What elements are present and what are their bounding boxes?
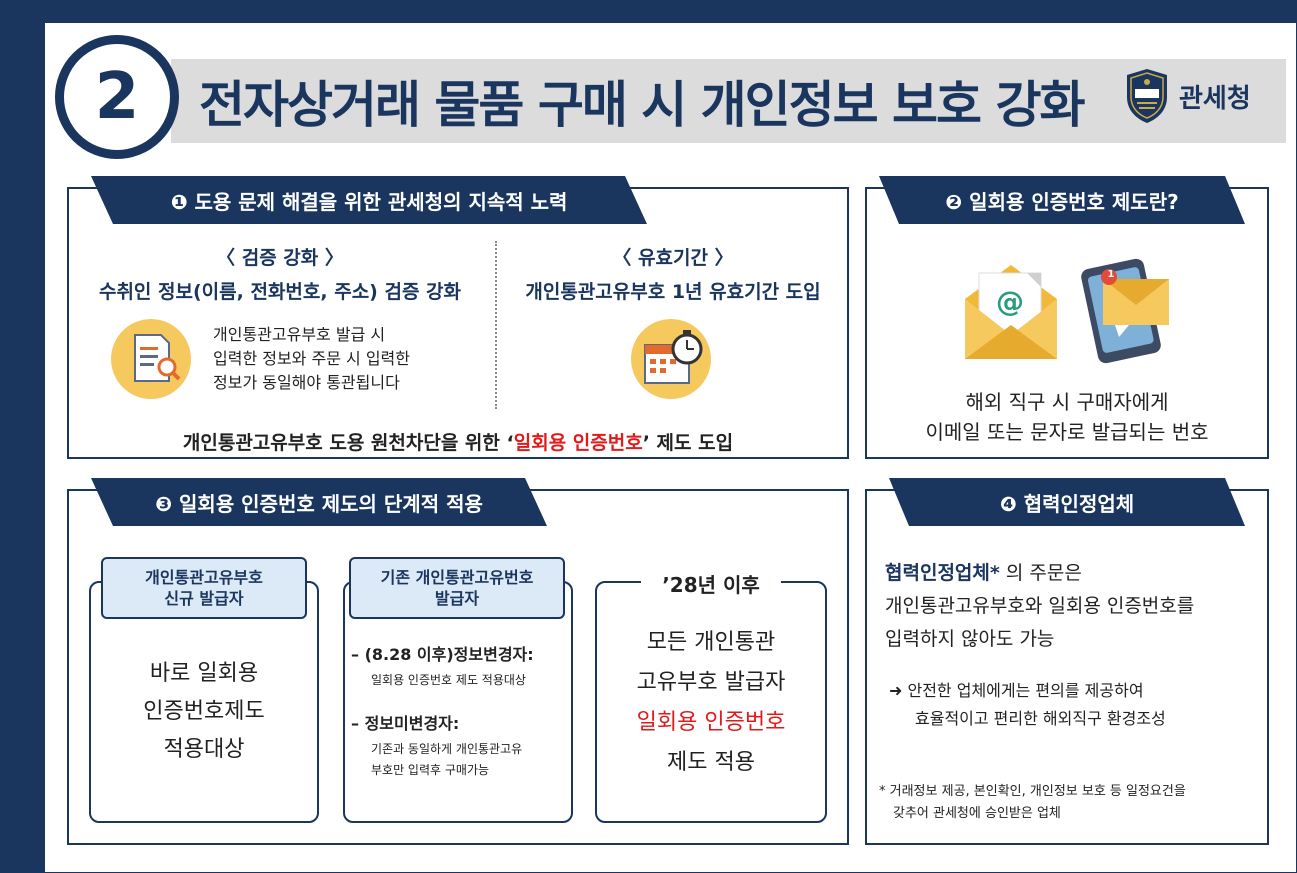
section1-tab-label: ❶ 도용 문제 해결을 위한 관세청의 지속적 노력 xyxy=(170,189,568,214)
item1-title: – (8.28 이후)정보변경자: xyxy=(351,645,534,664)
item1-desc: 일회용 인증번호 제도 적용대상 xyxy=(371,673,526,687)
item2-desc: 기존과 동일하게 개인통관고유 xyxy=(371,742,523,756)
section4-body: 협력인정업체* 의 주문은 개인통관고유부호와 일회용 인증번호를 입력하지 않… xyxy=(885,557,1261,656)
section1-box xyxy=(67,187,849,459)
stage-card-2028 xyxy=(595,581,827,823)
section1-right-heading: 〈 유효기간 〉 xyxy=(612,247,734,269)
stage-card-new-header: 개인통관고유부호 신규 발급자 xyxy=(101,557,307,619)
arrow-line1: ➜ 안전한 업체에게는 편의를 제공하여 xyxy=(889,681,1144,700)
left-body-line: 정보가 동일해야 통관됩니다 xyxy=(213,373,400,392)
section-number: 2 xyxy=(94,60,140,134)
arrow-line2: 효율적이고 편리한 해외직구 환경조성 xyxy=(915,709,1166,728)
top-bar xyxy=(1,1,1297,23)
card-header-line: 기존 개인통관고유번호 xyxy=(380,568,534,587)
section1-left-subheading: 수취인 정보(이름, 전화번호, 주소) 검증 강화 xyxy=(98,281,462,303)
section1-bottom-line: 개인통관고유부호 도용 원천차단을 위한 ‘일회용 인증번호’ 제도 도입 xyxy=(67,428,849,455)
section4-tab-shape xyxy=(889,478,1245,526)
section2-tab-shape xyxy=(879,176,1245,224)
card-header-line: 개인통관고유부호 xyxy=(145,568,263,587)
section4-line1: 협력인정업체* 의 주문은 xyxy=(885,557,1261,590)
stage-card-2028-header: ’28년 이후 xyxy=(641,569,781,598)
item2-title: – 정보미변경자: xyxy=(351,714,460,733)
customs-emblem-icon xyxy=(1127,69,1167,123)
stage-card-existing-header: 기존 개인통관고유번호 발급자 xyxy=(349,557,565,619)
title-band xyxy=(171,59,1286,143)
bottom-text-pre: 개인통관고유부호 도용 원천차단을 위한 ‘ xyxy=(182,432,514,454)
section2-body-line: 이메일 또는 문자로 발급되는 번호 xyxy=(925,420,1209,444)
email-envelope-icon: @ xyxy=(965,265,1057,359)
stage-card-existing-body: – (8.28 이후)정보변경자: 일회용 인증번호 제도 적용대상 – 정보미… xyxy=(351,641,567,778)
stage-card-2028-body: 모든 개인통관 고유부호 발급자 일회용 인증번호 제도 적용 xyxy=(595,623,827,783)
document-search-icon xyxy=(134,334,181,382)
section-number-badge: 2 xyxy=(55,35,179,159)
section4-footnote: * 거래정보 제공, 본인확인, 개인정보 보호 등 일정요건을 갖추어 관세청… xyxy=(879,781,1186,825)
section1-left-heading: 〈 검증 강화 〉 xyxy=(216,247,344,269)
stage-card-existing xyxy=(343,581,573,823)
item2-desc: 부호만 입력후 구매가능 xyxy=(371,763,490,777)
stage-card-new xyxy=(89,581,319,823)
section1-divider xyxy=(495,241,497,409)
left-body-line: 개인통관고유부호 발급 시 xyxy=(213,325,386,344)
phone-message-icon xyxy=(1081,258,1169,364)
section1-right-subheading: 개인통관고유부호 1년 유효기간 도입 xyxy=(525,281,821,303)
card3-line-highlight: 일회용 인증번호 xyxy=(636,710,786,735)
section4-line3: 입력하지 않아도 가능 xyxy=(885,628,1055,650)
card-body-line: 바로 일회용 xyxy=(149,661,259,686)
section3-tab-shape xyxy=(91,478,547,526)
footnote-line2: 갖추어 관세청에 승인받은 업체 xyxy=(893,806,1061,821)
card3-line: 모든 개인통관 xyxy=(646,630,776,655)
card-header-line: 발급자 xyxy=(434,589,480,608)
left-body-line: 입력한 정보와 주문 시 입력한 xyxy=(213,349,410,368)
section2-box xyxy=(865,187,1269,459)
card-header-line: 신규 발급자 xyxy=(164,589,244,608)
card-body-line: 인증번호제도 xyxy=(143,699,265,724)
partner-term: 협력인정업체* xyxy=(885,562,1000,584)
svg-text:@: @ xyxy=(996,285,1024,318)
card-body-line: 적용대상 xyxy=(163,737,245,762)
card3-line: 제도 적용 xyxy=(667,750,755,775)
calendar-clock-icon xyxy=(644,330,703,384)
section4-tab-label: ❹ 협력인정업체 xyxy=(999,491,1135,516)
section2-tab-label: ❷ 일회용 인증번호 제도란? xyxy=(945,189,1179,214)
section2-body: 해외 직구 시 구매자에게 이메일 또는 문자로 발급되는 번호 xyxy=(865,387,1269,447)
stage-card-new-body: 바로 일회용 인증번호제도 적용대상 xyxy=(89,655,319,769)
bottom-text-post: ’ 제도 도입 xyxy=(642,432,734,454)
notification-badge: 1 xyxy=(1107,269,1115,280)
section4-line1-rest: 의 주문은 xyxy=(999,562,1082,584)
logo: 관세청 xyxy=(1123,67,1251,125)
left-bar xyxy=(1,23,45,873)
section4-line2: 개인통관고유부호와 일회용 인증번호를 xyxy=(885,595,1195,617)
bottom-text-highlight: 일회용 인증번호 xyxy=(513,432,643,454)
page-title: 전자상거래 물품 구매 시 개인정보 보호 강화 xyxy=(199,76,1085,134)
section1-left-body: 개인통관고유부호 발급 시 입력한 정보와 주문 시 입력한 정보가 동일해야 … xyxy=(213,323,410,395)
logo-text: 관세청 xyxy=(1179,83,1251,114)
section2-body-line: 해외 직구 시 구매자에게 xyxy=(965,390,1169,414)
footnote-line1: * 거래정보 제공, 본인확인, 개인정보 보호 등 일정요건을 xyxy=(879,784,1186,799)
card3-line: 고유부호 발급자 xyxy=(636,670,786,695)
section1-tab-shape xyxy=(91,176,647,224)
section4-arrow-block: ➜ 안전한 업체에게는 편의를 제공하여 효율적이고 편리한 해외직구 환경조성 xyxy=(889,677,1166,733)
section3-tab-label: ❸ 일회용 인증번호 제도의 단계적 적용 xyxy=(155,491,483,516)
